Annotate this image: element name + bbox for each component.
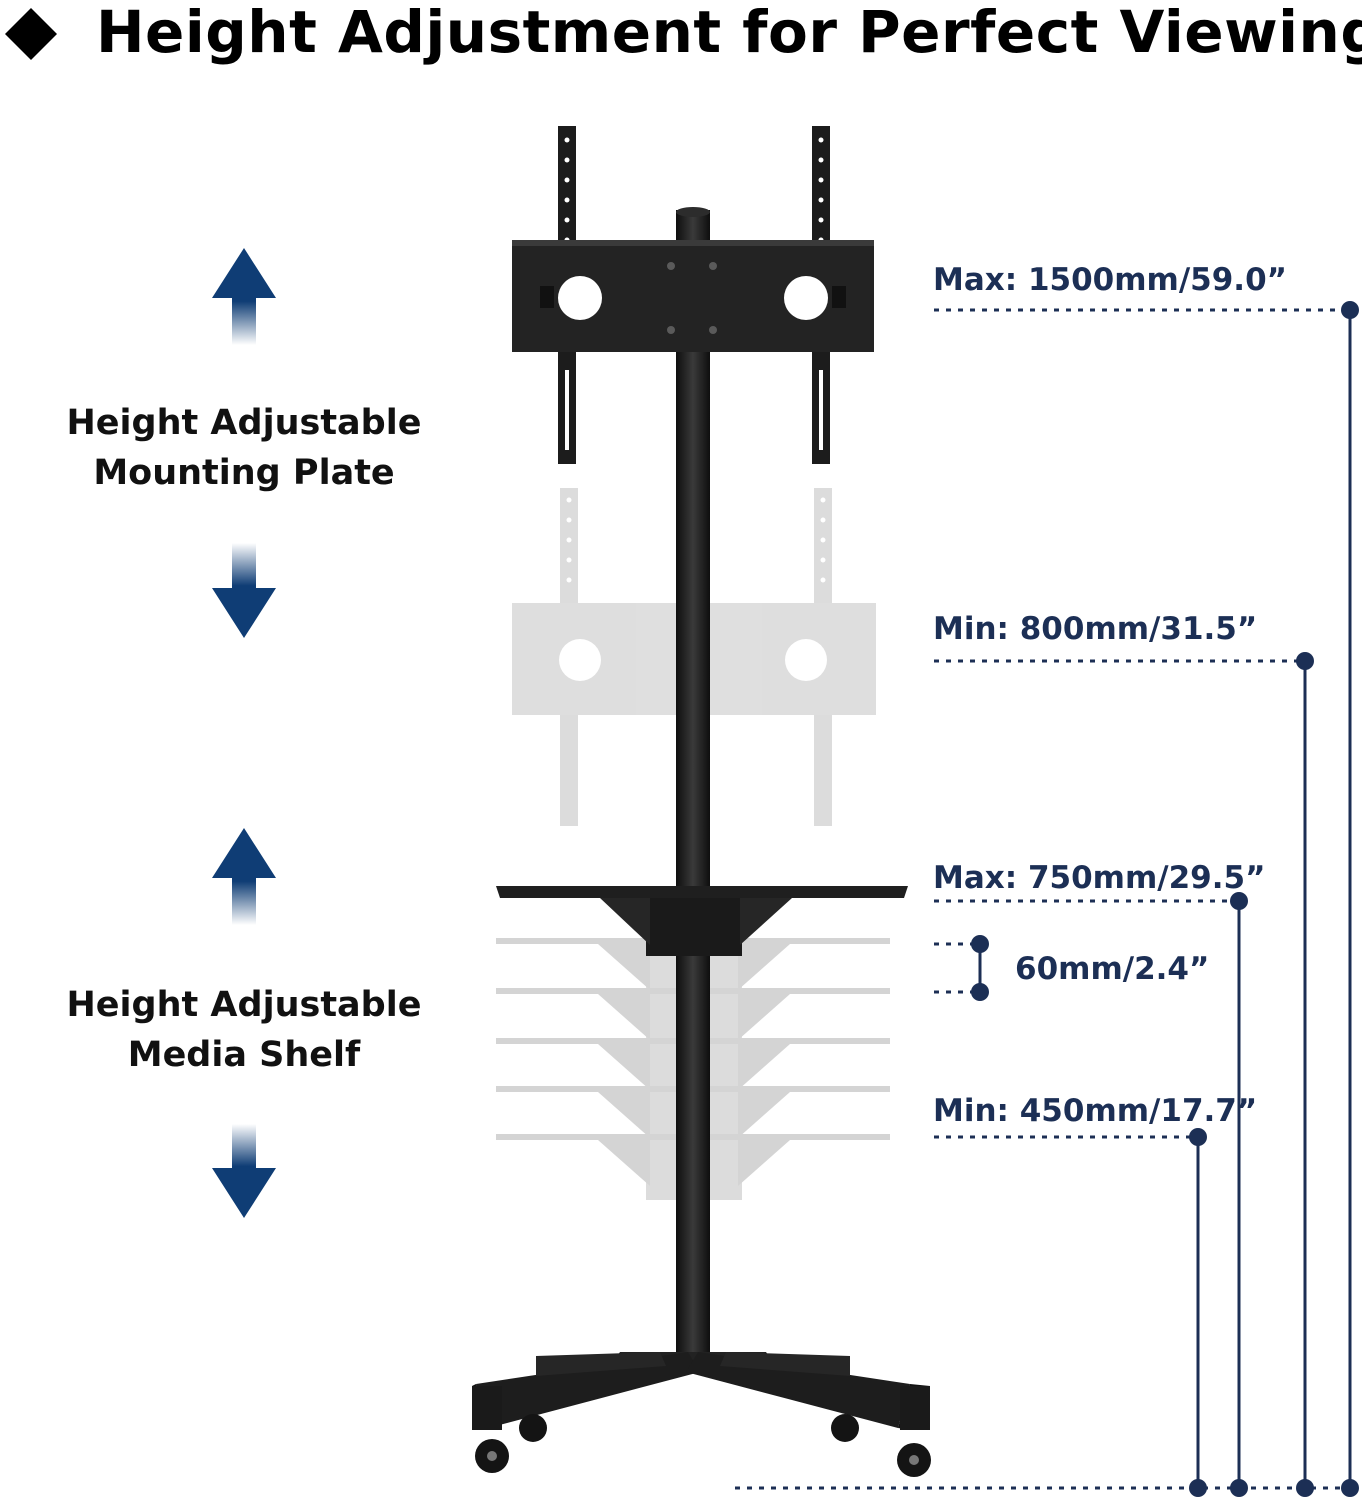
shelf-step-label: 60mm/2.4” [1015,951,1210,987]
media-shelf-label: Height Adjustable Media Shelf [34,980,454,1080]
mounting-plate [512,126,874,464]
media-shelf [496,886,908,956]
shelf-arrow-up-icon [212,828,276,925]
page-title: Height Adjustment for Perfect Viewing [96,0,1362,66]
mounting-plate-label-line2: Mounting Plate [93,453,395,493]
plate-max-label: Max: 1500mm/59.0” [933,262,1288,298]
shelf-arrow-down-icon [212,1124,276,1218]
stand-pole [676,210,710,1360]
stand-base [472,1352,931,1477]
mounting-plate-label-line1: Height Adjustable [66,403,422,443]
mounting-plate-label: Height Adjustable Mounting Plate [34,398,454,498]
plate-min-label: Min: 800mm/31.5” [933,611,1258,647]
media-shelf-label-line2: Media Shelf [127,1035,361,1075]
plate-arrow-up-icon [212,248,276,345]
shelf-max-label: Max: 750mm/29.5” [933,860,1266,896]
dimension-lines [735,308,1352,1490]
plate-arrow-down-icon [212,543,276,638]
title-row: Height Adjustment for Perfect Viewing [0,0,1362,70]
dimension-dots [971,301,1359,1497]
diamond-bullet-icon [5,8,57,60]
media-shelf-label-line1: Height Adjustable [66,985,422,1025]
shelf-min-label: Min: 450mm/17.7” [933,1093,1258,1129]
